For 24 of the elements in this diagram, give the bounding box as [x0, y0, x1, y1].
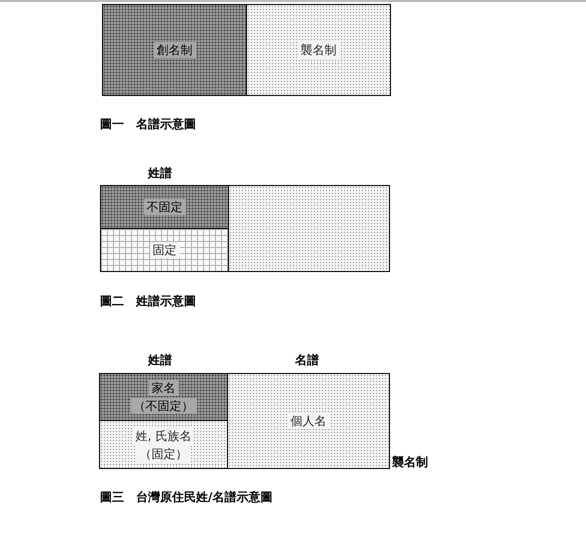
panel-text: （不固定） — [130, 398, 196, 414]
panel-text: 不固定 — [144, 199, 186, 215]
dark-dotted-panel — [99, 373, 228, 421]
column-heading: 姓譜 — [148, 165, 172, 181]
light-dotted-panel — [246, 4, 391, 96]
light-dotted-panel — [228, 185, 390, 272]
column-heading: 名譜 — [295, 352, 319, 368]
grid-panel — [100, 228, 229, 272]
panel-text: 創名制 — [154, 42, 196, 58]
column-heading: 姓譜 — [148, 352, 172, 368]
figure-caption: 圖二 姓譜示意圖 — [100, 293, 196, 309]
panel-text: 姓, 氏族名 — [132, 428, 194, 444]
dark-dotted-panel — [102, 4, 247, 96]
figure-caption: 圖三 台灣原住民姓/名譜示意圖 — [100, 489, 272, 505]
panel-text: 固定 — [150, 242, 180, 258]
panel-text: 個人名 — [288, 413, 330, 429]
figure-caption: 圖一 名譜示意圖 — [100, 116, 196, 132]
panel-text: 襲名制 — [298, 42, 340, 58]
dark-dotted-panel — [100, 185, 229, 229]
light-dotted-panel — [227, 373, 390, 469]
side-label: 襲名制 — [392, 454, 428, 470]
panel-text: 家名 — [148, 380, 178, 396]
light-dotted-panel — [99, 420, 228, 469]
panel-text: （固定） — [136, 446, 190, 462]
